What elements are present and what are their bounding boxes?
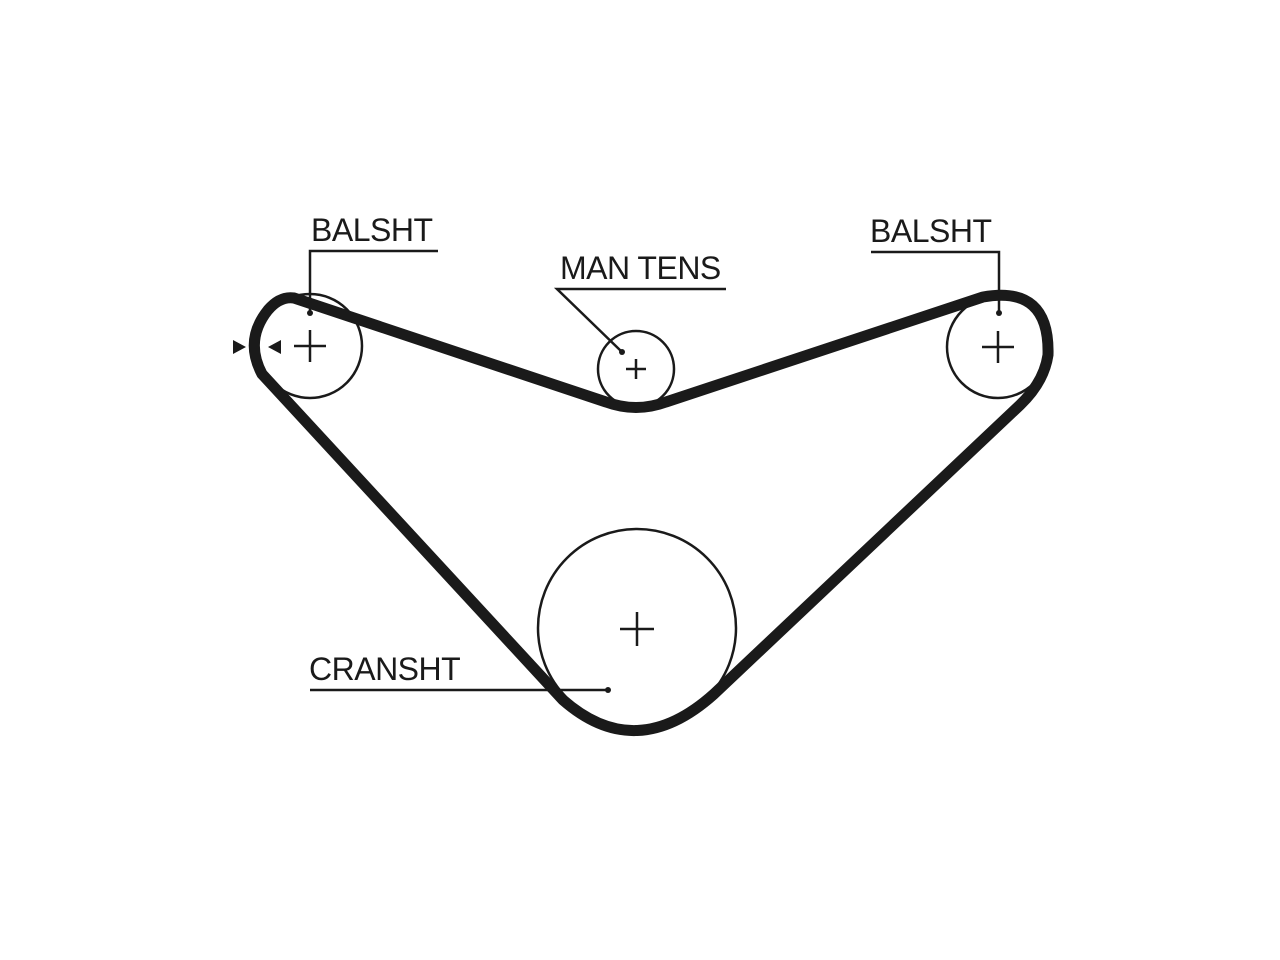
timing-mark-arrows [233,340,281,354]
pulley-manual-tensioner [596,329,676,409]
leader-manual-tensioner [553,287,726,355]
label-crankshaft: CRANSHT [309,651,461,687]
pulley-crankshaft [536,527,738,729]
label-balance-shaft-left: BALSHT [311,212,433,248]
label-balance-shaft-right: BALSHT [870,213,992,249]
label-manual-tensioner: MAN TENS [560,250,721,286]
leader-balance-shaft-left [307,249,438,316]
leader-crankshaft [310,687,611,693]
leader-balance-shaft-right [871,250,1002,316]
